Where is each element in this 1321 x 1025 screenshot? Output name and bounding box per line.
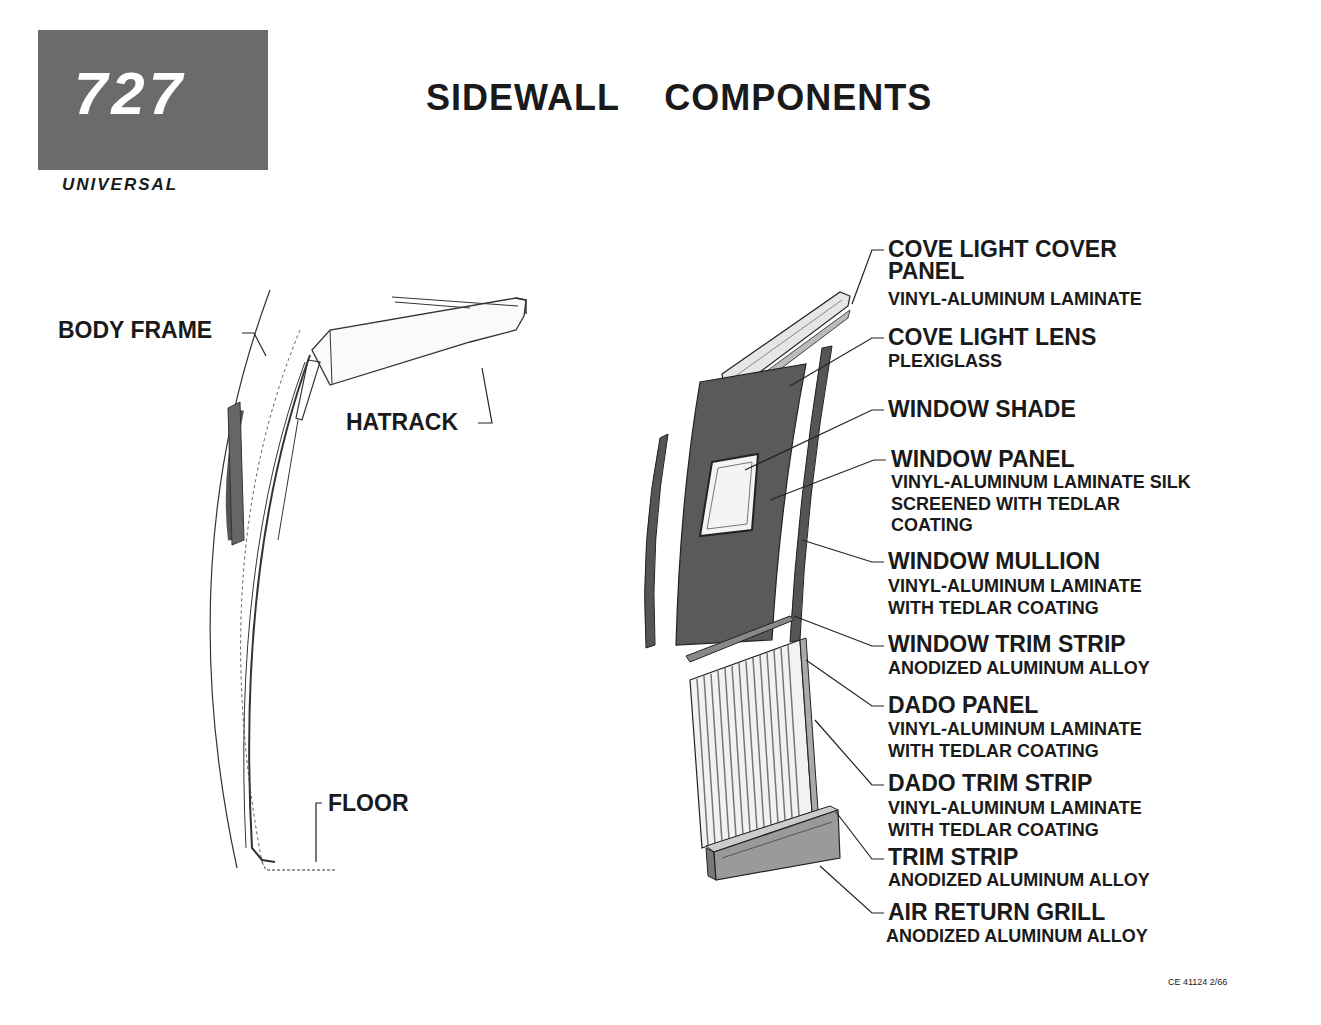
logo-box: 727UNIVERSAL [38, 30, 268, 170]
part-name: DADO TRIM STRIP [888, 772, 1092, 795]
part-name: TRIM STRIP [888, 846, 1018, 869]
logo-subtitle: UNIVERSAL [62, 175, 178, 195]
material-note: VINYL-ALUMINUM LAMINATE SILK SCREENED WI… [891, 472, 1191, 537]
part-name: WINDOW PANEL [891, 448, 1075, 471]
material-note: VINYL-ALUMINUM LAMINATE WITH TEDLAR COAT… [888, 719, 1188, 762]
part-name: WINDOW SHADE [888, 398, 1076, 421]
leader-lines [242, 333, 492, 862]
part-name: WINDOW MULLION [888, 550, 1100, 573]
part-name: WINDOW TRIM STRIP [888, 633, 1126, 656]
document-code: CE 41124 2/66 [1168, 978, 1227, 987]
material-note: ANODIZED ALUMINUM ALLOY [888, 871, 1150, 889]
part-name: COVE LIGHT COVER PANEL [888, 239, 1168, 283]
part-name: FLOOR [328, 792, 409, 815]
logo-number: 727 [74, 64, 186, 124]
material-note: VINYL-ALUMINUM LAMINATE WITH TEDLAR COAT… [888, 576, 1188, 619]
material-note: ANODIZED ALUMINUM ALLOY [888, 659, 1150, 677]
material-note: ANODIZED ALUMINUM ALLOY [886, 927, 1148, 945]
part-name: COVE LIGHT LENS [888, 326, 1096, 349]
leader-lines [745, 250, 886, 913]
material-note: VINYL-ALUMINUM LAMINATE WITH TEDLAR COAT… [888, 798, 1188, 841]
part-name: HATRACK [346, 411, 458, 434]
part-name: BODY FRAME [58, 319, 212, 342]
exploded-view [645, 292, 850, 880]
material-note: PLEXIGLASS [888, 352, 1002, 370]
page-title: SIDEWALL COMPONENTS [426, 80, 932, 116]
cross-section [210, 290, 526, 870]
material-note: VINYL-ALUMINUM LAMINATE [888, 290, 1142, 308]
part-name: DADO PANEL [888, 694, 1038, 717]
part-name: AIR RETURN GRILL [888, 901, 1105, 924]
